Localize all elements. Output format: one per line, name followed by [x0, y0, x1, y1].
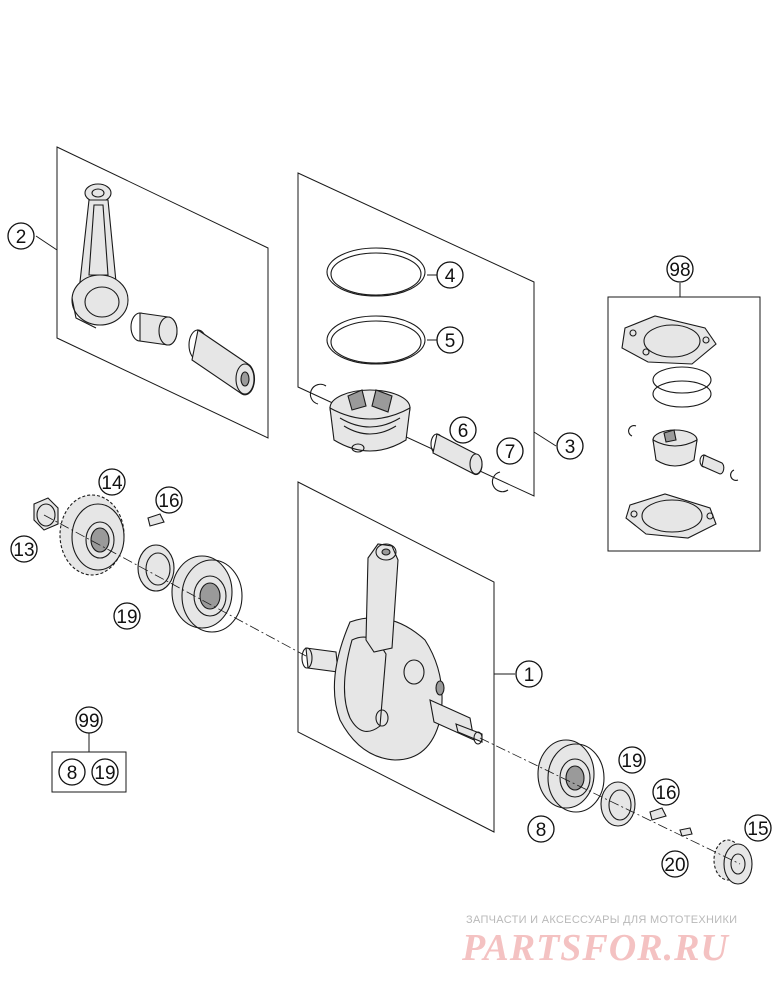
- woodruff-key-16b: [649, 807, 667, 821]
- callout-14: 14: [98, 468, 126, 496]
- svg-text:5: 5: [445, 331, 456, 352]
- kit-piston-rings: [652, 366, 712, 408]
- callout-19a: 19: [113, 602, 141, 630]
- axis-left: [43, 514, 307, 657]
- svg-text:20: 20: [664, 855, 685, 876]
- callout-99-19: 19: [91, 758, 119, 786]
- svg-text:14: 14: [101, 473, 123, 494]
- svg-text:13: 13: [13, 540, 34, 561]
- cylinder-base-gasket: [625, 493, 717, 539]
- svg-text:6: 6: [458, 421, 469, 442]
- svg-text:3: 3: [565, 437, 576, 458]
- callout-99: 99: [75, 706, 103, 734]
- panel-gasket-kit: [607, 296, 761, 552]
- watermark-brand: PARTSFOR.RU: [462, 927, 729, 969]
- callout-20: 20: [661, 850, 689, 878]
- callout-16a: 16: [155, 486, 183, 514]
- svg-text:16: 16: [655, 783, 676, 804]
- callout-16b: 16: [652, 778, 680, 806]
- pin-20: [679, 827, 693, 837]
- callout-2: 2: [7, 222, 35, 250]
- crankshaft: [301, 543, 483, 761]
- callout-4: 4: [436, 261, 464, 289]
- svg-text:7: 7: [505, 442, 516, 463]
- shaft-seal-19a: [137, 544, 175, 592]
- svg-text:19: 19: [94, 763, 115, 784]
- svg-text:4: 4: [445, 266, 456, 287]
- panel-piston: [297, 172, 535, 497]
- nut-13: [33, 497, 59, 531]
- svg-text:99: 99: [78, 711, 99, 732]
- svg-text:8: 8: [67, 763, 78, 784]
- svg-text:16: 16: [158, 491, 179, 512]
- connecting-rod: [71, 183, 129, 329]
- axis-right: [479, 737, 741, 865]
- shaft-seal-19b: [600, 781, 636, 827]
- piston: [329, 389, 411, 453]
- callout-6: 6: [449, 416, 477, 444]
- callout-99-8: 8: [58, 758, 86, 786]
- gear-14: [59, 494, 125, 576]
- piston-clip-right: [491, 471, 509, 493]
- callout-5: 5: [436, 326, 464, 354]
- woodruff-key-16a: [147, 513, 165, 527]
- panel-crankshaft: [297, 481, 495, 833]
- piston-clip-left: [309, 383, 327, 405]
- gear-15: [713, 839, 753, 885]
- rod-bearing: [130, 312, 178, 346]
- svg-text:8: 8: [536, 820, 547, 841]
- callout-98: 98: [666, 255, 694, 283]
- svg-text:15: 15: [747, 819, 768, 840]
- panel-connecting-rod: [56, 146, 269, 439]
- main-bearing-left: [171, 555, 243, 633]
- callout-7: 7: [496, 437, 524, 465]
- callout-8: 8: [527, 815, 555, 843]
- piston-ring-second: [326, 315, 426, 365]
- wrist-pin-large: [188, 329, 256, 396]
- main-bearing-right: [537, 739, 605, 813]
- svg-text:19: 19: [621, 751, 642, 772]
- callout-19b: 19: [618, 746, 646, 774]
- kit-piston: [628, 425, 739, 481]
- callout-1: 1: [515, 660, 543, 688]
- callout-13: 13: [10, 535, 38, 563]
- svg-text:19: 19: [116, 607, 137, 628]
- cylinder-head-gasket: [621, 315, 717, 365]
- piston-ring-top: [326, 247, 426, 297]
- svg-text:1: 1: [524, 665, 535, 686]
- watermark-caption: ЗАПЧАСТИ И АКСЕССУАРЫ ДЛЯ МОТОТЕХНИКИ: [466, 914, 738, 926]
- svg-text:2: 2: [16, 227, 27, 248]
- wrist-pin: [430, 433, 483, 476]
- callout-15: 15: [744, 814, 772, 842]
- callout-3: 3: [556, 432, 584, 460]
- leader-lines: [35, 235, 681, 752]
- svg-text:98: 98: [669, 260, 690, 281]
